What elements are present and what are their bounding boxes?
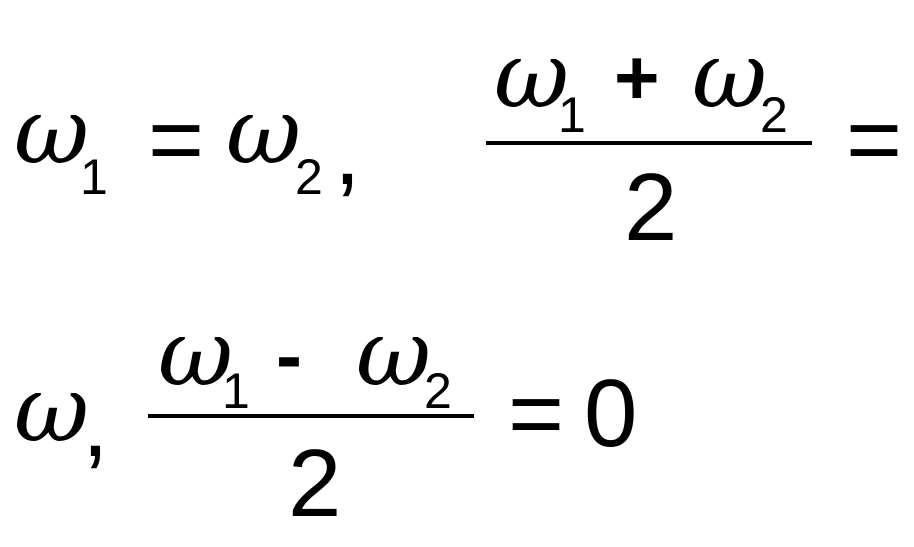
result-value: 0 (584, 360, 638, 467)
omega-symbol: ω (14, 356, 90, 463)
subscript-2: 2 (760, 87, 788, 143)
fraction-bar (148, 414, 474, 418)
fraction-bar (486, 141, 812, 145)
comma: , (82, 370, 109, 477)
omega-symbol: ω (158, 300, 234, 407)
subscript-1: 1 (80, 149, 108, 205)
minus-sign: - (276, 311, 302, 399)
denominator: 2 (288, 430, 342, 537)
equals-sign: = (148, 86, 205, 193)
subscript-2: 2 (295, 149, 323, 205)
omega-symbol: ω (14, 78, 90, 185)
omega-symbol: ω (692, 22, 768, 129)
comma: , (334, 98, 361, 205)
omega-symbol: ω (356, 300, 432, 407)
omega-symbol: ω (494, 22, 570, 129)
plus-sign: + (614, 33, 660, 121)
subscript-1: 1 (222, 363, 250, 419)
omega-symbol: ω (226, 78, 302, 185)
denominator: 2 (624, 154, 678, 261)
equals-sign: = (508, 360, 565, 467)
subscript-2: 2 (424, 363, 452, 419)
subscript-1: 1 (558, 87, 586, 143)
equals-sign: = (846, 86, 903, 193)
